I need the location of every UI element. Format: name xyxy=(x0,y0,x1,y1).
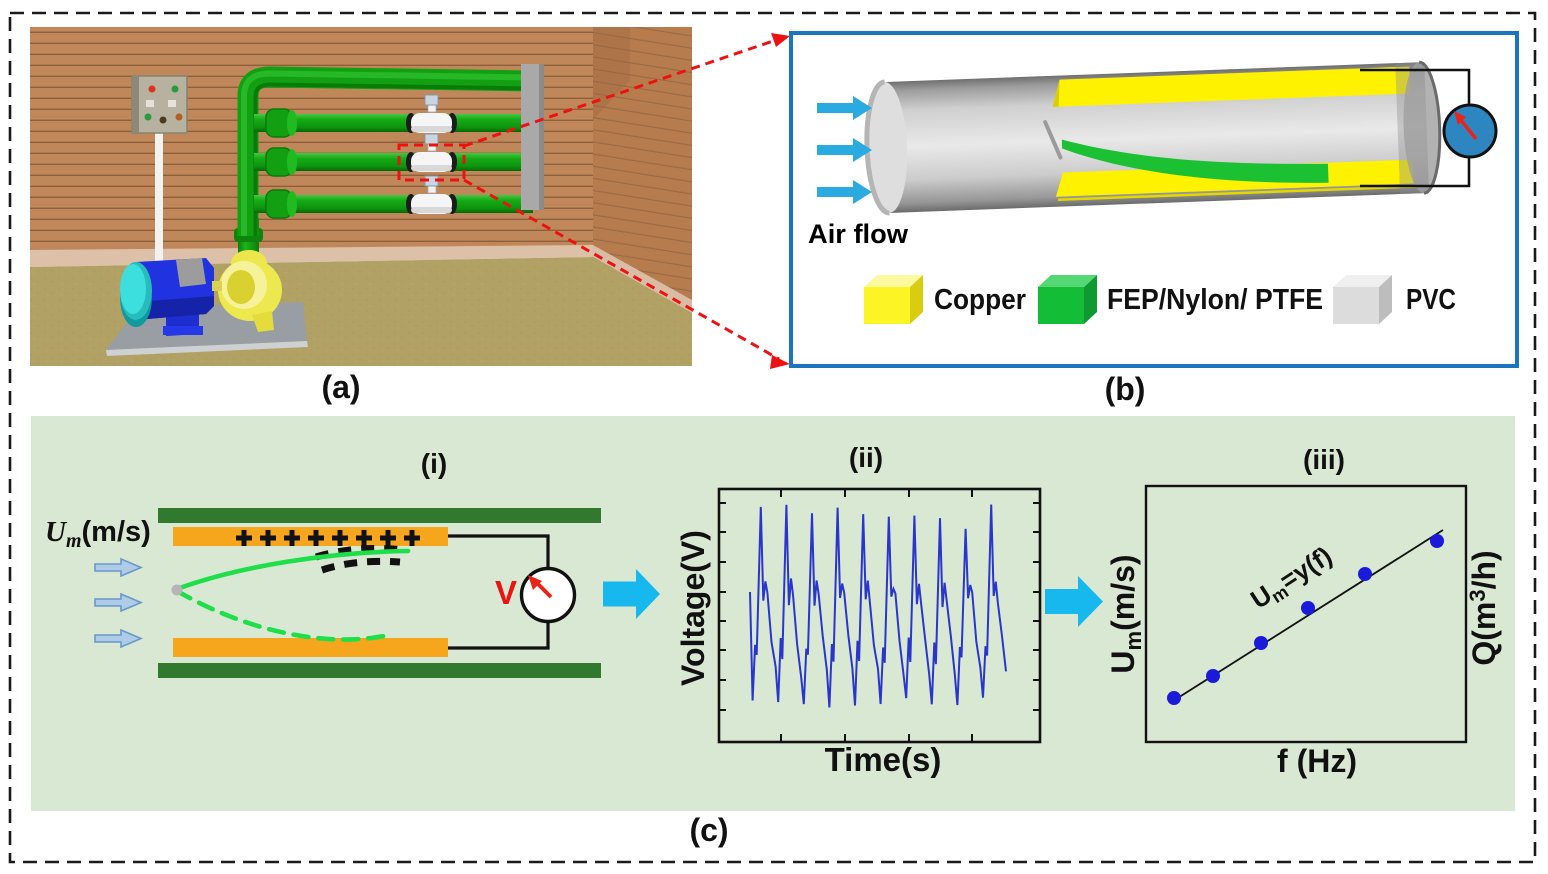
svg-text:Time(s): Time(s) xyxy=(825,741,942,778)
svg-text:(b): (b) xyxy=(1105,371,1146,407)
svg-text:(ii): (ii) xyxy=(849,442,883,473)
svg-text:FEP/Nylon/ PTFE: FEP/Nylon/ PTFE xyxy=(1107,284,1323,316)
svg-text:(c): (c) xyxy=(689,812,728,848)
svg-text:Q(m3/h): Q(m3/h) xyxy=(1465,550,1502,665)
svg-text:Copper: Copper xyxy=(934,284,1026,316)
svg-text:(iii): (iii) xyxy=(1303,444,1345,475)
svg-text:Voltage(V): Voltage(V) xyxy=(675,530,711,686)
svg-text:PVC: PVC xyxy=(1406,284,1456,316)
svg-text:Air flow: Air flow xyxy=(808,219,909,249)
svg-text:(i): (i) xyxy=(421,448,447,479)
svg-text:(a): (a) xyxy=(321,369,360,405)
svg-text:f (Hz): f (Hz) xyxy=(1277,743,1357,779)
svg-text:Um(m/s): Um(m/s) xyxy=(1105,554,1146,673)
svg-text:Um(m/s): Um(m/s) xyxy=(45,516,151,552)
svg-text:V: V xyxy=(495,574,517,611)
